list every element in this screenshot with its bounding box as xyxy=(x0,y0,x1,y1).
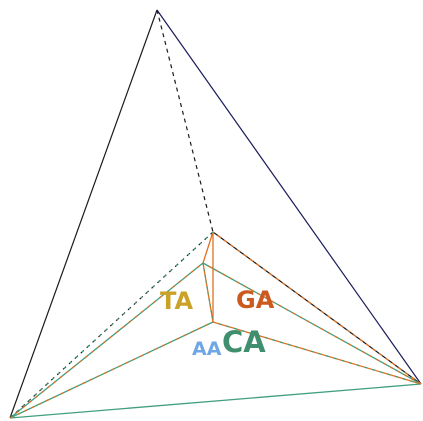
edge-mid-to-center-g xyxy=(202,262,214,323)
inner-structure xyxy=(9,231,422,419)
edge-apex-inner-dashed xyxy=(156,9,214,233)
label-ca: CA xyxy=(222,325,266,359)
edge-top-to-left-g xyxy=(9,231,214,419)
edge-right-to-mid xyxy=(202,262,422,385)
edge-base xyxy=(9,383,422,419)
edge-right-to-center xyxy=(212,321,422,385)
label-ta: TA xyxy=(160,287,194,315)
edge-right-to-top-o xyxy=(212,231,422,385)
label-aa: AA xyxy=(192,338,222,360)
edge-apex-right xyxy=(156,9,422,385)
edge-right-to-mid-o xyxy=(202,262,422,385)
edge-mid-to-center xyxy=(202,262,214,323)
edge-left-to-mid-o xyxy=(9,262,204,419)
edge-left-to-center-o xyxy=(9,321,214,419)
edge-apex-left xyxy=(9,9,158,419)
edge-top-to-mid xyxy=(202,231,214,264)
label-ga: GA xyxy=(236,286,275,314)
